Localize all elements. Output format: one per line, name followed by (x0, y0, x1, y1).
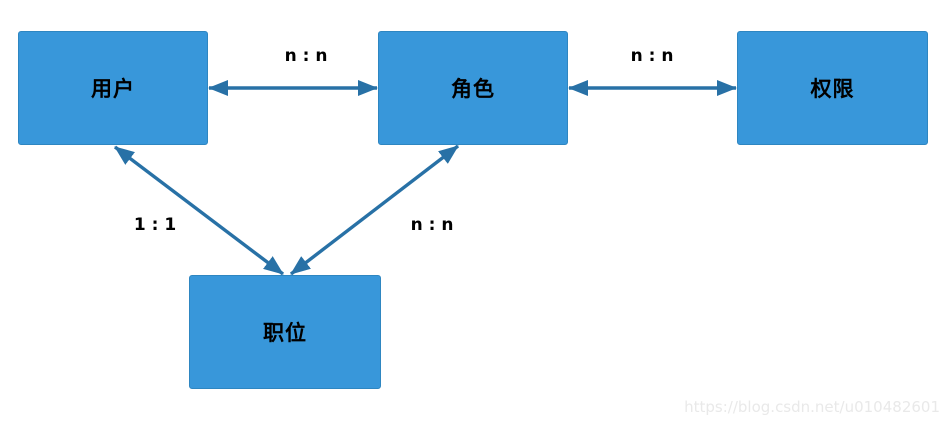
node-position: 职位 (189, 275, 381, 389)
edge-position-role (289, 144, 460, 276)
node-role: 角色 (378, 31, 568, 145)
edge-label-role-permission: n : n (630, 46, 674, 66)
node-role-label: 角色 (451, 77, 495, 101)
edge-label-position-role: n : n (410, 215, 454, 235)
node-user-label: 用户 (91, 77, 135, 101)
edge-label-position-user: 1 : 1 (133, 215, 177, 235)
node-position-label: 职位 (263, 321, 307, 345)
node-permission: 权限 (737, 31, 928, 145)
edge-position-user (113, 145, 285, 276)
edge-label-user-role: n : n (284, 46, 328, 66)
node-user: 用户 (18, 31, 208, 145)
node-permission-label: 权限 (810, 77, 855, 101)
watermark-text: https://blog.csdn.net/u010482601 (684, 398, 940, 416)
